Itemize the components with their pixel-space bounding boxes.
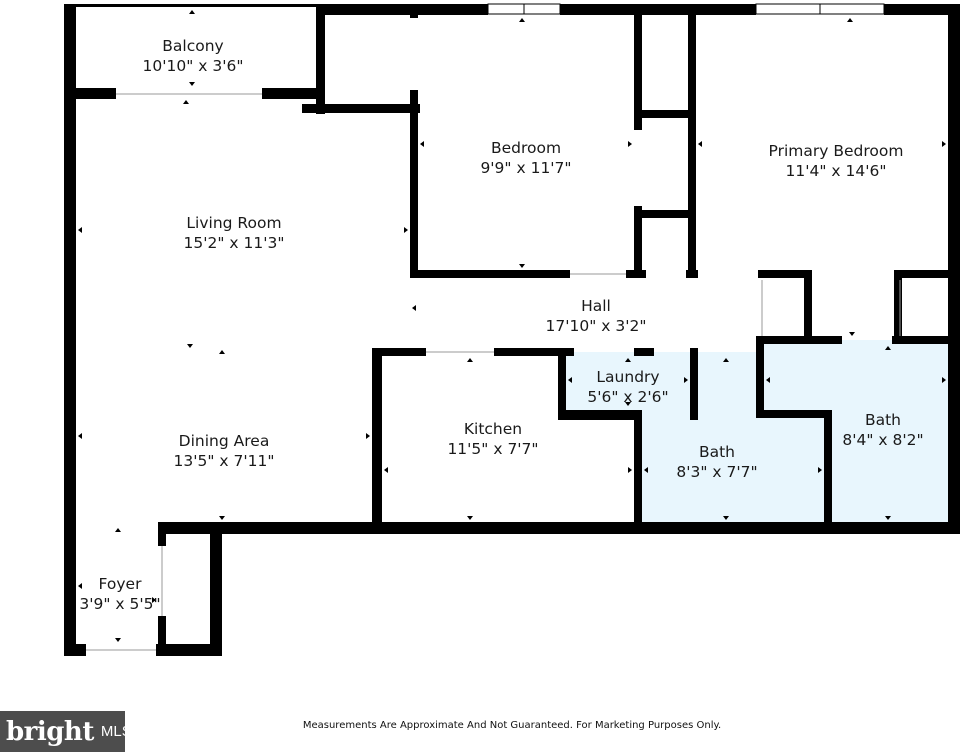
wall-bath-divider-step	[756, 410, 832, 418]
room-dims: 8'3" x 7'7"	[676, 463, 758, 481]
wall-foyer-right-lower	[158, 616, 166, 654]
room-dims: 9'9" x 11'7"	[480, 159, 572, 177]
wet-room-fills	[566, 340, 950, 524]
logo-suffix: MLS	[100, 723, 132, 740]
wall-bedroom-left-upper	[410, 14, 418, 18]
wall-bath2-top-a	[756, 336, 842, 344]
wall-balcony-right	[316, 4, 325, 114]
wall-closet-shelf-1	[634, 110, 696, 118]
wall-bedroom-bottom-2	[626, 270, 646, 278]
wall-linen-top-right	[894, 270, 902, 340]
wall-bath-top	[634, 348, 654, 356]
wall-foyer-right	[158, 522, 166, 546]
room-name: Bath	[864, 411, 902, 429]
wall-primary-bottom-b	[758, 270, 812, 278]
wall-bath-divider-lower	[824, 410, 832, 532]
wall-bottom-main	[158, 522, 960, 534]
room-label-primary-bedroom: Primary Bedroom 11'4" x 14'6"	[769, 141, 904, 181]
windows	[487, 3, 885, 15]
room-name: Balcony	[162, 37, 224, 55]
room-dims: 15'2" x 11'3"	[183, 234, 285, 252]
wall-foyer-bottom-right	[156, 644, 222, 656]
wall-bedroom-left	[410, 90, 418, 278]
wall-top-c	[884, 4, 960, 15]
room-name: Foyer	[98, 575, 142, 593]
wall-kitchen-left	[372, 348, 382, 532]
room-label-bedroom: Bedroom 9'9" x 11'7"	[480, 138, 571, 178]
wall-bath1-left	[634, 410, 642, 532]
room-label-laundry: Laundry 5'6" x 2'6"	[587, 367, 668, 407]
wall-bedroom-right-lower	[634, 206, 642, 278]
room-dims: 10'10" x 3'6"	[142, 57, 244, 75]
room-name: Bath	[698, 443, 736, 461]
room-label-foyer: Foyer 3'9" x 5'5"	[79, 574, 160, 614]
room-name: Primary Bedroom	[768, 142, 904, 160]
wall-foyer-bottom-left	[64, 644, 86, 656]
wall-right	[948, 4, 960, 534]
room-label-hall: Hall 17'10" x 3'2"	[546, 296, 647, 336]
room-dims: 11'5" x 7'7"	[447, 440, 539, 458]
room-name: Kitchen	[463, 420, 523, 438]
wall-kitchen-top-a	[372, 348, 426, 356]
wall-primary-bottom-a	[686, 270, 698, 278]
disclaimer-text: Measurements Are Approximate And Not Gua…	[302, 720, 722, 731]
wall-laundry-left	[558, 348, 566, 420]
wall-closet-top	[302, 104, 420, 113]
wall-primary-left	[688, 14, 696, 278]
wall-top-b	[560, 4, 756, 15]
wall-bath2-top-b	[892, 336, 960, 344]
dimension-markers	[78, 10, 946, 642]
room-dims: 13'5" x 7'11"	[173, 452, 275, 470]
wall-top-a	[316, 4, 488, 15]
bright-mls-logo: bright MLS	[0, 711, 132, 752]
room-name: Dining Area	[178, 432, 270, 450]
room-dims: 17'10" x 3'2"	[545, 317, 647, 335]
bath-fill-2	[760, 340, 950, 524]
room-label-living-room: Living Room 15'2" x 11'3"	[184, 213, 285, 253]
wall-primary-bottom-c	[894, 270, 960, 278]
wall-balcony-bottom-right	[262, 88, 322, 99]
room-label-balcony: Balcony 10'10" x 3'6"	[143, 36, 244, 76]
wall-closet-shelf-2	[634, 210, 696, 218]
room-dims: 3'9" x 5'5"	[79, 595, 161, 613]
wall-bedroom-bottom	[410, 270, 570, 278]
wall-left	[64, 4, 76, 656]
room-label-dining-area: Dining Area 13'5" x 7'11"	[174, 431, 275, 471]
room-name: Laundry	[596, 368, 660, 386]
room-name: Hall	[581, 297, 611, 315]
wall-linen-right	[804, 270, 812, 344]
walls	[64, 4, 960, 656]
room-name: Living Room	[186, 214, 282, 232]
logo-brand: bright	[6, 716, 94, 747]
door-openings	[86, 93, 901, 651]
wall-laundry-bottom	[558, 410, 640, 420]
room-label-bath-1: Bath 8'3" x 7'7"	[676, 442, 757, 482]
room-name: Bedroom	[490, 139, 562, 157]
wall-closet-right	[210, 522, 222, 654]
room-dims: 8'4" x 8'2"	[842, 431, 924, 449]
room-dims: 5'6" x 2'6"	[587, 388, 669, 406]
wall-bath-divider-upper	[756, 336, 764, 418]
room-label-bath-2: Bath 8'4" x 8'2"	[842, 410, 923, 450]
wall-balcony-bottom-left	[64, 88, 116, 99]
wall-bedroom-right-upper	[634, 14, 642, 130]
room-label-kitchen: Kitchen 11'5" x 7'7"	[447, 419, 538, 459]
room-dims: 11'4" x 14'6"	[785, 162, 887, 180]
wall-balcony-top	[64, 4, 318, 7]
wall-laundry-right	[690, 348, 698, 420]
wall-kitchen-top-b	[494, 348, 574, 356]
